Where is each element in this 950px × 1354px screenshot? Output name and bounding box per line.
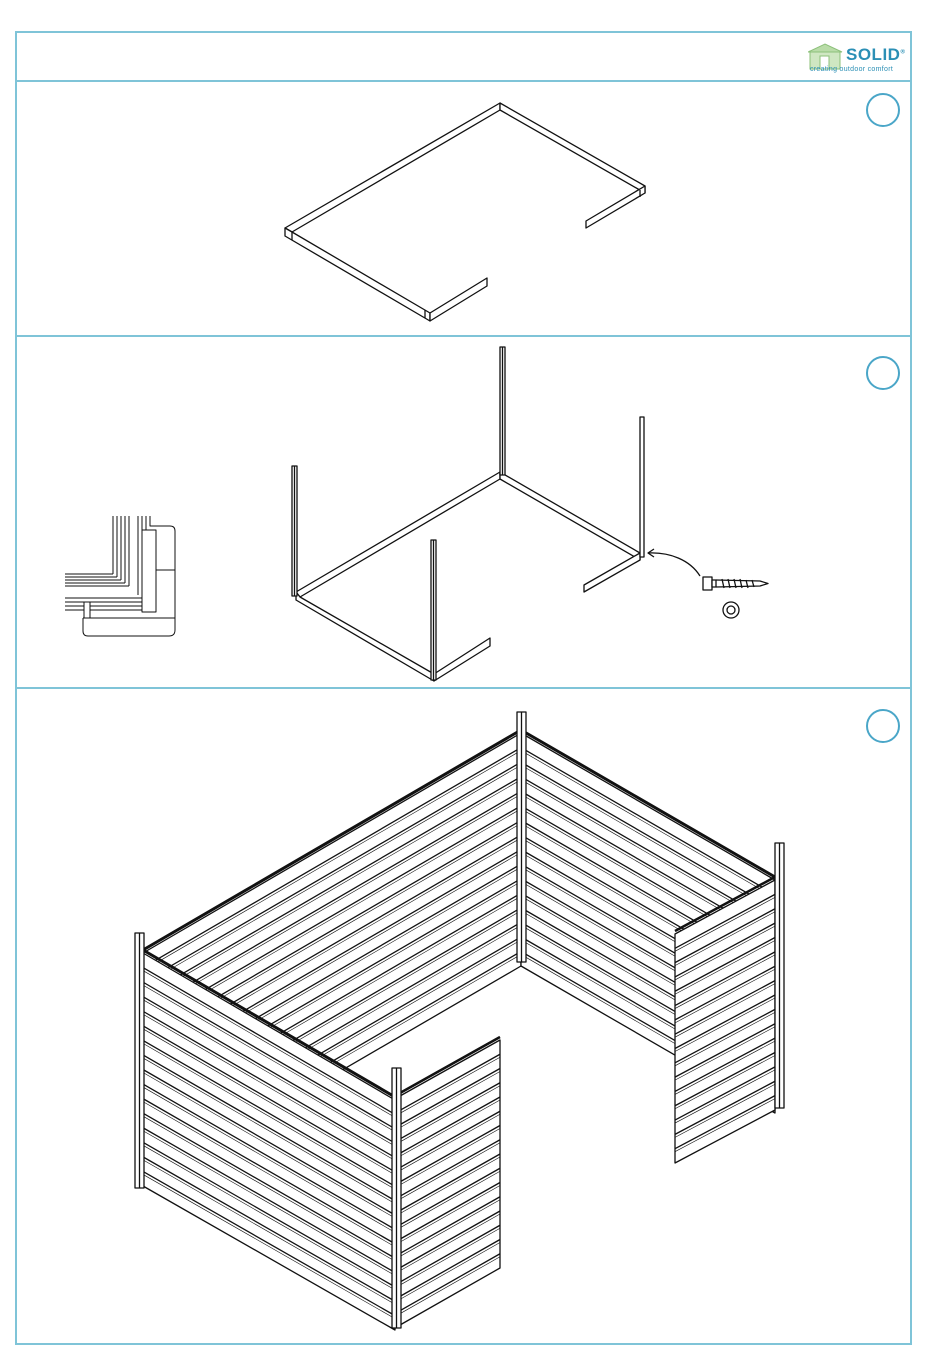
washer-icon xyxy=(723,602,739,618)
hex-screw-icon xyxy=(703,577,768,590)
step-2-frame-with-posts xyxy=(292,347,644,681)
step-1-base-frame xyxy=(285,103,645,321)
corner-profile-detail-icon xyxy=(65,516,175,636)
curved-arrow-icon xyxy=(648,549,700,576)
step-3-assembled-walls xyxy=(135,712,784,1330)
